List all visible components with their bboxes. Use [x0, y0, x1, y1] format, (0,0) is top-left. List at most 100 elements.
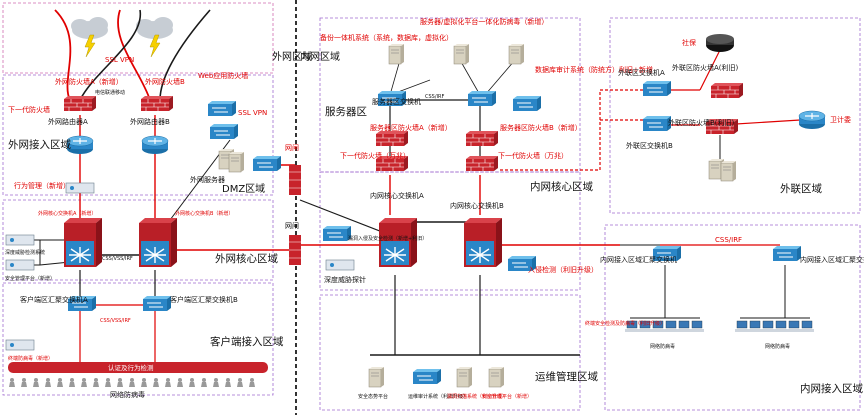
- label-next-gen-fw: 下一代防火墙: [8, 105, 50, 114]
- label-int-agg-a: 内网接入区域汇聚交换机: [600, 255, 677, 264]
- label-ext-fw-b: 外联区防火墙B(利旧): [668, 118, 735, 127]
- label-telecom: 电信联通移动: [95, 89, 125, 96]
- label-core-b: 外网核心交换机B（新增）: [175, 210, 233, 217]
- int-core-b-icon: [463, 217, 503, 268]
- core-switch-a-icon: [63, 217, 103, 268]
- client-figures: [9, 378, 255, 387]
- label-int-core-b: 内网核心交换机B: [450, 201, 504, 210]
- behavior-mgmt-icon: [65, 182, 95, 194]
- label-ext-sw-b: 外联区交换机B: [626, 141, 673, 150]
- label-srv-fw-b: 服务器区防火墙B（新增）: [500, 123, 582, 132]
- waf-icon: [207, 100, 237, 117]
- label-ssl-vpn-top: SSL VPN: [105, 56, 134, 64]
- label-int-agg-b: 内网接入区域汇聚交换机: [800, 255, 864, 264]
- health-router-icon: [798, 110, 826, 130]
- ngfw-b-icon: [465, 155, 499, 172]
- srv-fw-b-icon: [465, 130, 499, 147]
- label-behavior-mgmt: 行为管理（新增）: [14, 181, 70, 190]
- firewall-b-icon: [140, 95, 174, 112]
- label-social: 社保: [682, 38, 696, 47]
- sec-mgmt-icon: [5, 259, 35, 271]
- label-net-av: 网络防病毒: [110, 390, 145, 399]
- ext-switch-b-icon: [642, 115, 672, 132]
- terminal-av-icon: [5, 339, 35, 351]
- ssl-vpn-icon: [209, 123, 239, 140]
- label-health: 卫计委: [830, 115, 851, 124]
- sec-situation-icon: [368, 366, 385, 388]
- int-agg-b-icon: [772, 245, 802, 262]
- label-router-a: 外网路由器A: [48, 117, 88, 126]
- label-srv-fw-a: 服务器区防火墙A（新增）: [370, 123, 452, 132]
- label-ext-fw-a: 外联区防火墙A(利旧): [672, 63, 739, 72]
- label-sec-situation: 安全态势平台: [358, 393, 388, 400]
- label-agg-a: 客户端区汇聚交换机A: [20, 295, 88, 304]
- label-ips: 入侵检测（利旧升级）: [528, 265, 598, 274]
- srv-switch-b-icon: [467, 90, 497, 107]
- label-db-audit: 数据库审计系统（防统方）利旧+新增: [535, 65, 653, 74]
- audit-server-icon: [508, 43, 525, 65]
- label-terminal-av: 终端防病毒（新增）: [8, 355, 53, 362]
- label-auth-bar: 认证及行为检测: [108, 363, 154, 372]
- label-deep-threat: 深度威胁检测系统: [5, 249, 45, 256]
- labels: SSL VPN 外网防火墙A（新增） 外网防火墙B 下一代防火墙 外网路由器A …: [5, 17, 864, 400]
- label-fw-a: 外网防火墙A（新增）: [55, 77, 123, 86]
- label-deep-probe: 深度威胁探针: [324, 275, 366, 284]
- srv-fw-a-icon: [375, 130, 409, 147]
- label-router-b: 外网路由器B: [130, 117, 170, 126]
- label-int-core-a: 内网核心交换机A: [370, 191, 424, 200]
- label-sec-mgmt: 安全管理平台（新增）: [5, 275, 55, 282]
- social-security-icon: [706, 34, 734, 52]
- vuln-scan-icon: [322, 225, 352, 242]
- core-switch-b-icon: [138, 217, 178, 268]
- vuln-sys-icon: [456, 366, 473, 388]
- router-b-icon: [141, 135, 169, 155]
- label-agg-b: 客户端区汇聚交换机B: [170, 295, 238, 304]
- label-fw-b: 外网防火墙B: [145, 77, 185, 86]
- firewall-a-icon: [63, 95, 97, 112]
- sec-platform-icon: [488, 366, 505, 388]
- label-ext-sw-a: 外联区交换机A: [618, 68, 665, 77]
- label-vuln-scan: 漏洞入侵及安全检测（新增+利旧）: [348, 235, 427, 242]
- label-ngfw-b: 下一代防火墙（万兆）: [498, 151, 568, 160]
- deep-probe-icon: [325, 259, 355, 271]
- label-gateway-bottom: 网闸: [285, 222, 299, 230]
- label-srv-irf: CSS/IRF: [425, 94, 444, 100]
- zone-internal-core: 内网核心区域: [530, 180, 593, 193]
- int-core-a-icon: [378, 217, 418, 268]
- ext-switch-a-icon: [642, 80, 672, 97]
- label-ssl-vpn: SSL VPN: [238, 109, 267, 117]
- av-server-icon: [453, 43, 470, 65]
- label-virt-av: 服务器/虚拟化平台一体化防病毒（新增）: [420, 17, 548, 26]
- auth-bar: [8, 362, 268, 373]
- pc-row-right: [734, 320, 815, 333]
- zone-internal-access: 内网接入区域: [800, 382, 863, 395]
- agg-switch-b-icon: [142, 295, 172, 312]
- label-waf: Web应用防火墙: [198, 71, 248, 80]
- label-gateway-top: 网闸: [285, 144, 299, 152]
- zone-ops: 运维管理区域: [535, 370, 598, 383]
- label-css2: CSS/VSS/IRF: [100, 318, 131, 324]
- label-css: CSS/VSS/IRF: [102, 256, 133, 262]
- zone-internal-net: 内网区域: [300, 50, 340, 63]
- ext-server-icon-2: [228, 151, 245, 173]
- ext-server-c-icon: [720, 160, 737, 182]
- label-sec-platform: 安全管理平台（新增）: [482, 393, 532, 400]
- label-ngfw-a: 下一代防火墙（万兆）: [340, 151, 410, 160]
- label-vuln-sys: 漏洞扫描系统（利旧升级）: [447, 393, 507, 400]
- label-css-irf: CSS/IRF: [715, 236, 742, 244]
- deep-threat-icon: [5, 234, 35, 246]
- zone-external-net: 外网区域: [272, 50, 312, 63]
- zone-extranet: 外联区域: [780, 182, 822, 195]
- dmz-switch-icon: [252, 155, 282, 172]
- label-srv-switch: 服务器区交换机: [372, 97, 421, 106]
- label-ops-audit: 运维审计系统（利旧升级）: [408, 393, 468, 400]
- label-backup: 备份一体机系统（系统，数据库，虚拟化）: [320, 33, 453, 42]
- backup-server-icon: [388, 43, 405, 65]
- label-net-av-a: 网络防病毒: [650, 343, 675, 350]
- ext-fw-a-icon: [710, 82, 744, 99]
- ops-audit-icon: [412, 368, 442, 385]
- zone-external-access: 外网接入区域: [8, 138, 71, 151]
- db-audit-icon: [512, 95, 542, 112]
- label-terminal-sec: 终端安全检测及防病毒（利旧升级）: [585, 320, 665, 327]
